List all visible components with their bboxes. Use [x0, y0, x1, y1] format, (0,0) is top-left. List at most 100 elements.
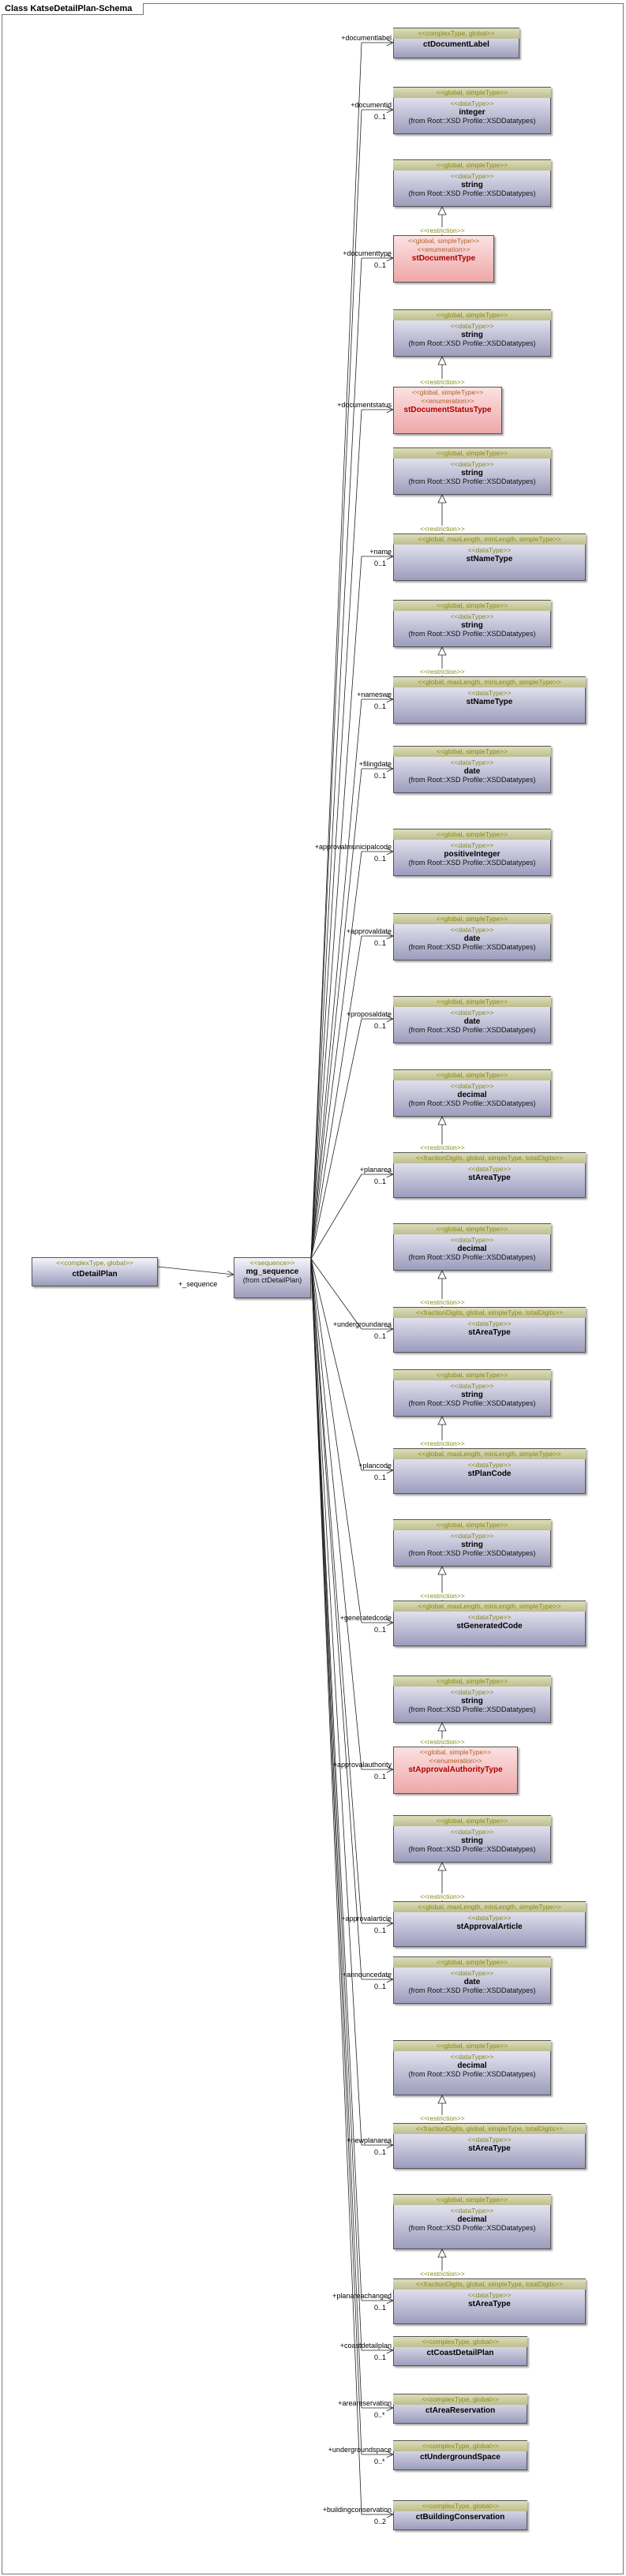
- type-origin: (from Root::XSD Profile::XSDDatatypes): [408, 2070, 536, 2078]
- stereotype-label: <<complexType, global>>: [393, 2501, 527, 2511]
- stereotype-label: <<global, simpleType>>: [393, 829, 551, 840]
- type-decimal-box[interactable]: <<global, simpleType>><<dataType>>decima…: [393, 1223, 551, 1271]
- model-group-mg_sequence[interactable]: <<sequence>> mg_sequence (from ctDetailP…: [234, 1257, 311, 1298]
- type-ctbuildingconservation-box[interactable]: <<complexType, global>>ctBuildingConserv…: [393, 2500, 527, 2530]
- association-connector: [310, 257, 362, 1260]
- stereotype-label: <<global, simpleType>>: [407, 237, 480, 245]
- association-role-label: +areareservation: [338, 2399, 392, 2407]
- multiplicity-label: 0..2: [374, 2518, 387, 2525]
- type-name: ctAreaReservation: [425, 2406, 496, 2415]
- stereotype-label: <<fractionDigits, global, simpleType, to…: [393, 1308, 586, 1318]
- association-role-label: +coastdetailplan: [339, 2342, 392, 2349]
- association-connector: [310, 1258, 362, 2351]
- type-origin: (from Root::XSD Profile::XSDDatatypes): [408, 1253, 536, 1261]
- type-ctareareservation-box[interactable]: <<complexType, global>>ctAreaReservation: [393, 2394, 527, 2424]
- multiplicity-label: 0..1: [374, 1332, 387, 1340]
- stereotype-label: <<global, maxLength, minLength, simpleTy…: [393, 534, 586, 545]
- stereotype-label: <<global, simpleType>>: [393, 2195, 551, 2205]
- stereotype-label: <<global, simpleType>>: [393, 601, 551, 611]
- type-string-box[interactable]: <<global, simpleType>><<dataType>>string…: [393, 1676, 551, 1723]
- type-date-box[interactable]: <<global, simpleType>><<dataType>>date(f…: [393, 996, 551, 1043]
- type-stareatype-box[interactable]: <<fractionDigits, global, simpleType, to…: [393, 2278, 586, 2324]
- type-stapprovalauthoritytype-box[interactable]: <<global, simpleType>><<enumeration>>stA…: [393, 1747, 518, 1794]
- association-connector: [310, 1258, 362, 2455]
- stereotype-label: <<global, simpleType>>: [393, 1957, 551, 1968]
- type-stapprovalarticle-box[interactable]: <<global, maxLength, minLength, simpleTy…: [393, 1901, 586, 1947]
- sequence-role-label: +_sequence: [178, 1280, 218, 1288]
- restriction-label: <<restriction>>: [420, 668, 465, 676]
- stereotype-label: <<global, simpleType>>: [393, 914, 551, 924]
- type-stdocumentstatustype-box[interactable]: <<global, simpleType>><<enumeration>>stD…: [393, 387, 502, 434]
- stereotype-label: <<global, maxLength, minLength, simpleTy…: [393, 1449, 586, 1459]
- multiplicity-label: 0..1: [374, 1773, 387, 1780]
- type-string-box[interactable]: <<global, simpleType>><<dataType>>string…: [393, 447, 551, 495]
- type-stdocumenttype-box[interactable]: <<global, simpleType>><<enumeration>>stD…: [393, 235, 494, 283]
- type-string-box[interactable]: <<global, simpleType>><<dataType>>string…: [393, 1815, 551, 1863]
- type-name: stApprovalAuthorityType: [408, 1765, 503, 1774]
- type-ctcoastdetailplan-box[interactable]: <<complexType, global>>ctCoastDetailPlan: [393, 2336, 527, 2366]
- restriction-label: <<restriction>>: [420, 525, 465, 533]
- restriction-label: <<restriction>>: [420, 1440, 465, 1447]
- association-role-label: +newplanarea: [347, 2136, 392, 2144]
- type-name: string: [461, 469, 483, 477]
- class-ctDetailPlan[interactable]: <<complexType, global>> ctDetailPlan: [32, 1257, 158, 1286]
- association-connector: [310, 1258, 362, 2301]
- stereotype-label: <<dataType>>: [467, 1914, 512, 1922]
- type-stnametype-box[interactable]: <<global, maxLength, minLength, simpleTy…: [393, 676, 586, 724]
- association-role-label: +approvalarticle: [341, 1915, 392, 1923]
- stereotype-label: <<dataType>>: [467, 2291, 512, 2299]
- type-stareatype-box[interactable]: <<fractionDigits, global, simpleType, to…: [393, 1152, 586, 1198]
- type-positiveinteger-box[interactable]: <<global, simpleType>><<dataType>>positi…: [393, 829, 551, 876]
- type-integer-box[interactable]: <<global, simpleType>><<dataType>>intege…: [393, 87, 551, 134]
- type-stareatype-box[interactable]: <<fractionDigits, global, simpleType, to…: [393, 2123, 586, 2169]
- type-stplancode-box[interactable]: <<global, maxLength, minLength, simpleTy…: [393, 1448, 586, 1494]
- stereotype-label: <<global, simpleType>>: [393, 997, 551, 1007]
- stereotype-label: <<dataType>>: [450, 612, 494, 620]
- association-connector: [310, 42, 362, 1260]
- type-date-box[interactable]: <<global, simpleType>><<dataType>>date(f…: [393, 746, 551, 793]
- multiplicity-label: 0..1: [374, 1626, 387, 1634]
- stereotype-label: <<dataType>>: [450, 841, 494, 849]
- type-name: stDocumentStatusType: [403, 406, 492, 414]
- association-connector: [310, 698, 362, 1260]
- stereotype-label: <<global, simpleType>>: [393, 88, 551, 98]
- type-decimal-box[interactable]: <<global, simpleType>><<dataType>>decima…: [393, 2194, 551, 2249]
- association-connector: [310, 1018, 362, 1260]
- stereotype-label: <<dataType>>: [450, 1382, 494, 1390]
- type-decimal-box[interactable]: <<global, simpleType>><<dataType>>decima…: [393, 2040, 551, 2095]
- type-name: string: [461, 1541, 483, 1549]
- type-string-box[interactable]: <<global, simpleType>><<dataType>>string…: [393, 1519, 551, 1567]
- type-string-box[interactable]: <<global, simpleType>><<dataType>>string…: [393, 159, 551, 207]
- type-stgeneratedcode-box[interactable]: <<global, maxLength, minLength, simpleTy…: [393, 1601, 586, 1646]
- type-decimal-box[interactable]: <<global, simpleType>><<dataType>>decima…: [393, 1069, 551, 1117]
- type-ctundergroundspace-box[interactable]: <<complexType, global>>ctUndergroundSpac…: [393, 2440, 527, 2470]
- stereotype-label: <<global, simpleType>>: [393, 1676, 551, 1687]
- type-stnametype-box[interactable]: <<global, maxLength, minLength, simpleTy…: [393, 534, 586, 581]
- stereotype-label: <<dataType>>: [467, 2136, 512, 2144]
- type-date-box[interactable]: <<global, simpleType>><<dataType>>date(f…: [393, 1956, 551, 2004]
- association-connector: [310, 409, 362, 1260]
- type-name: date: [463, 767, 481, 776]
- multiplicity-label: 0..1: [374, 939, 387, 947]
- generalization-arrowhead: [437, 2248, 447, 2258]
- type-origin: (from Root::XSD Profile::XSDDatatypes): [408, 943, 536, 951]
- type-string-box[interactable]: <<global, simpleType>><<dataType>>string…: [393, 1369, 551, 1417]
- association-connector: [310, 1258, 362, 1924]
- stereotype-label: <<dataType>>: [467, 546, 512, 554]
- type-string-box[interactable]: <<global, simpleType>><<dataType>>string…: [393, 600, 551, 647]
- association-role-label: +planareachanged: [332, 2292, 392, 2300]
- stereotype-label: <<global, maxLength, minLength, simpleTy…: [393, 1902, 586, 1912]
- generalization-arrowhead: [437, 206, 447, 215]
- type-ctdocumentlabel-box[interactable]: <<complexType, global>>ctDocumentLabel: [393, 28, 519, 58]
- type-name: stPlanCode: [467, 1470, 512, 1478]
- type-stareatype-box[interactable]: <<fractionDigits, global, simpleType, to…: [393, 1307, 586, 1353]
- stereotype-label: <<dataType>>: [450, 1009, 494, 1017]
- type-date-box[interactable]: <<global, simpleType>><<dataType>>date(f…: [393, 913, 551, 960]
- generalization-arrowhead: [437, 1270, 447, 1279]
- type-string-box[interactable]: <<global, simpleType>><<dataType>>string…: [393, 309, 551, 357]
- restriction-label: <<restriction>>: [420, 1298, 465, 1306]
- association-connector: [310, 556, 362, 1260]
- association-role-label: +filingdate: [358, 760, 392, 768]
- stereotype-label: <<dataType>>: [450, 1532, 494, 1540]
